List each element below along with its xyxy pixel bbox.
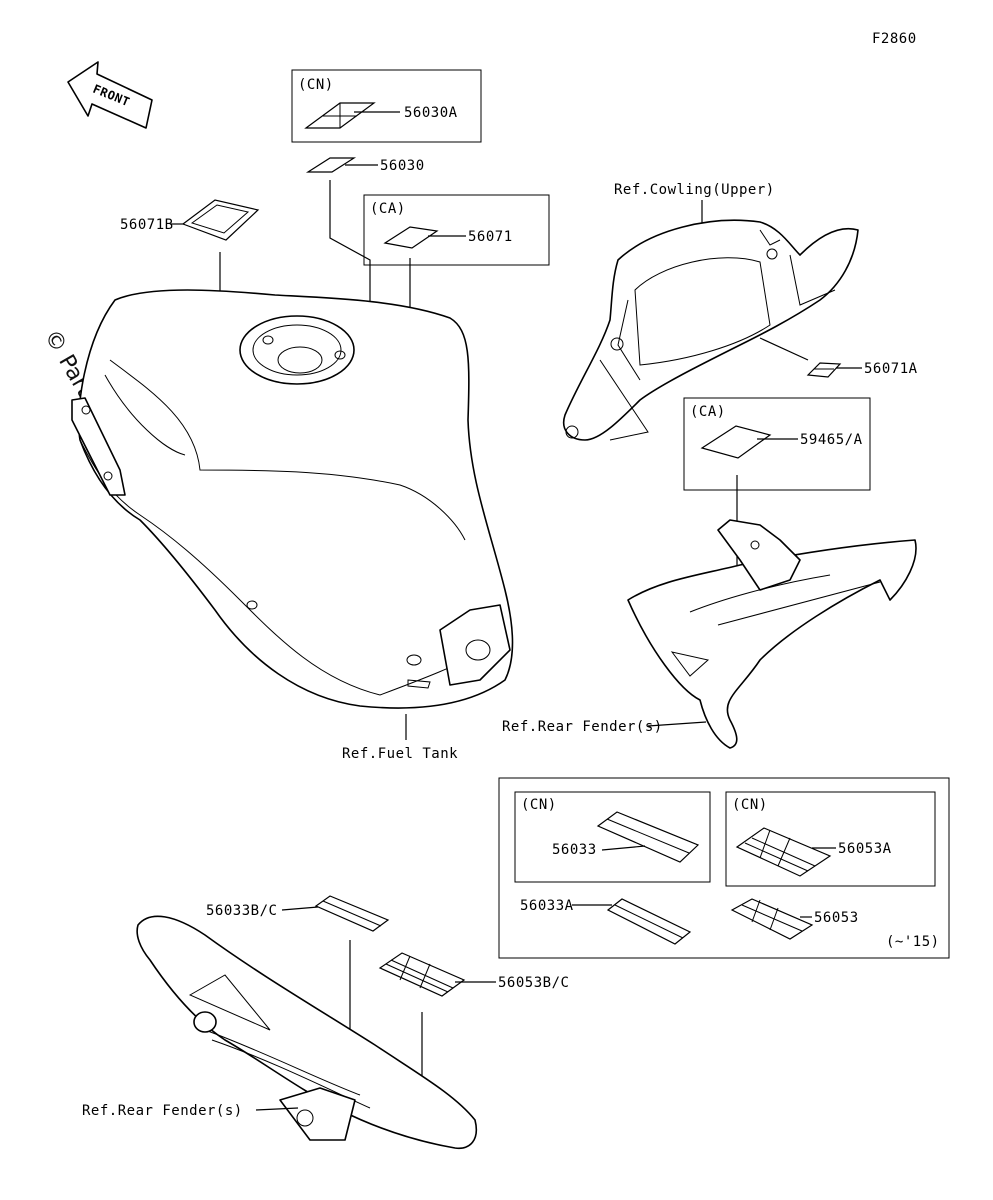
part-56053BC: 56053B/C: [498, 975, 569, 991]
part-56033BC: 56033B/C: [206, 903, 277, 919]
ref-rear-fender-right: Ref.Rear Fender(s): [502, 719, 663, 735]
decal-56033BC: [314, 895, 390, 932]
region-label-ca-right: (CA): [690, 404, 726, 420]
ref-fuel-tank: Ref.Fuel Tank: [342, 746, 458, 762]
region-label-model-range: (~'15): [886, 934, 940, 950]
rear-fender-bottom: [136, 915, 477, 1149]
region-box-ca-mid: [363, 194, 550, 266]
part-56071: 56071: [468, 229, 513, 245]
region-label-cn-inner-left: (CN): [521, 797, 557, 813]
region-label-cn-inner-right: (CN): [732, 797, 768, 813]
decal-56071A: [806, 362, 842, 378]
part-56071A: 56071A: [864, 361, 918, 377]
region-box-cn-top: [291, 69, 482, 143]
fuel-tank: [71, 289, 514, 709]
part-56033A: 56033A: [520, 898, 574, 914]
part-56071B: 56071B: [120, 217, 174, 233]
part-56053A: 56053A: [838, 841, 892, 857]
decal-56033: [596, 811, 700, 863]
region-box-cn-inner-right: [725, 791, 936, 887]
region-label-cn-top: (CN): [298, 77, 334, 93]
ref-rear-fender-bottom: Ref.Rear Fender(s): [82, 1103, 243, 1119]
decal-56053: [730, 898, 814, 940]
rear-fender-right: [627, 519, 917, 749]
region-box-model-range: [498, 777, 950, 959]
upper-cowling: [563, 219, 859, 441]
decal-56071: [383, 226, 439, 249]
part-56033: 56033: [552, 842, 597, 858]
decal-59465A: [700, 425, 772, 459]
region-box-cn-inner-left: [514, 791, 711, 883]
region-box-ca-right: [683, 397, 871, 491]
front-arrow-icon: FRONT: [67, 61, 153, 129]
part-56030: 56030: [380, 158, 425, 174]
part-59465A: 59465/A: [800, 432, 863, 448]
decal-56030: [305, 157, 357, 173]
part-56053: 56053: [814, 910, 859, 926]
decal-56033A: [606, 898, 692, 945]
ref-cowling: Ref.Cowling(Upper): [614, 182, 775, 198]
figure-id: F2860: [872, 31, 917, 47]
decal-56030A: [304, 102, 376, 129]
region-label-ca-mid: (CA): [370, 201, 406, 217]
decal-56053BC: [378, 952, 466, 997]
decal-56053A: [735, 827, 832, 877]
part-56030A: 56030A: [404, 105, 458, 121]
